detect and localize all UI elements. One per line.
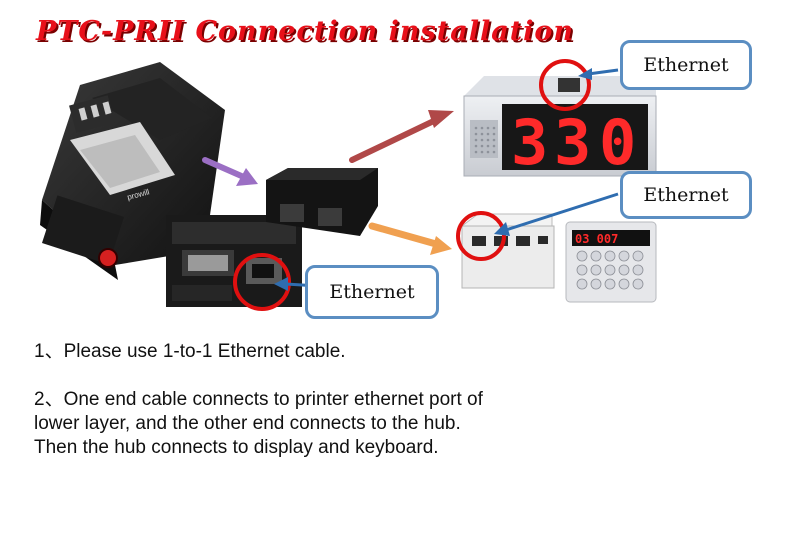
keyboard-hub-box-image (460, 213, 555, 289)
ethernet-callout-hub: Ethernet (620, 171, 752, 219)
hub-callout-pointer (494, 192, 619, 236)
display-digit: 3 (511, 106, 548, 179)
ethernet-callout-printer: Ethernet (305, 265, 439, 319)
printer-rear-image (166, 215, 302, 307)
ethernet-callout-display: Ethernet (620, 40, 752, 90)
display-digit: 3 (554, 106, 591, 179)
hub-image (266, 168, 378, 236)
printer-port-highlight-ring (233, 253, 291, 311)
page-title: PTC-PRII Connection installation (36, 16, 575, 47)
display-digit: 0 (599, 106, 636, 179)
instruction-step-1: 1、Please use 1-to-1 Ethernet cable. (34, 341, 346, 362)
arrow-hub-to-keyboard (368, 222, 452, 255)
instruction-step-2-line-2: lower layer, and the other end connects … (34, 413, 461, 434)
keypad-readout: 03 007 (575, 232, 618, 246)
arrow-printer-to-hub (202, 157, 258, 186)
instruction-step-2-line-3: Then the hub connects to display and key… (34, 437, 439, 458)
instruction-step-2-line-1: 2、One end cable connects to printer ethe… (34, 389, 483, 410)
keypad-image (565, 221, 657, 303)
hub-port-highlight-ring (456, 211, 506, 261)
display-callout-pointer (578, 68, 619, 80)
printer-image (40, 62, 225, 280)
arrow-hub-to-display (349, 110, 454, 163)
display-port-highlight-ring (539, 59, 591, 111)
